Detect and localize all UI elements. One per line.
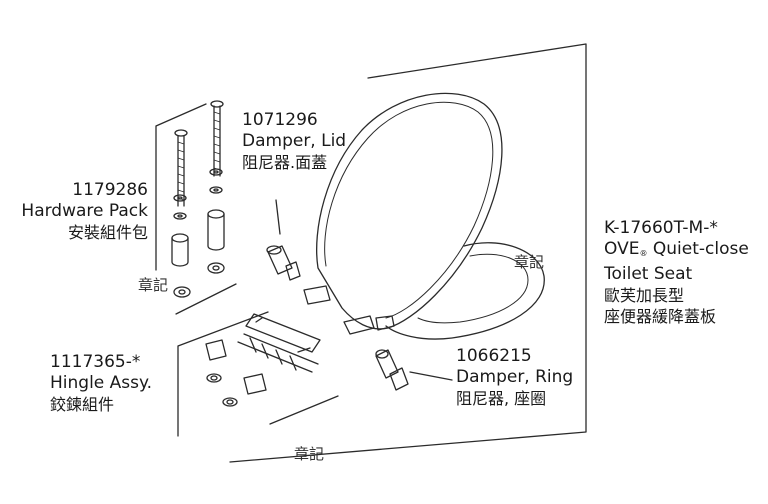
- lid-damper-name-zh: 阻尼器.面蓋: [242, 153, 328, 172]
- hinge-assembly-part-number: 1117365-*: [50, 352, 141, 372]
- toilet-seat-drawing: [316, 92, 545, 340]
- hinge-assembly-drawing: [205, 313, 321, 407]
- toilet-seat-label: K-17660T-M-* OVE® Quiet-close Toilet Sea…: [604, 218, 749, 327]
- stamp-mark-bottom: 章記: [294, 445, 325, 463]
- toilet-seat-name: OVE® Quiet-close: [604, 239, 749, 264]
- hardware-pack-name: Hardware Pack: [21, 201, 148, 221]
- registered-mark: ®: [639, 249, 648, 258]
- ring-damper-name-zh: 阻尼器, 座圈: [456, 389, 547, 408]
- toilet-seat-brand: OVE: [604, 239, 640, 259]
- hinge-plane-outline: [177, 311, 339, 437]
- ring-damper-name: Damper, Ring: [456, 367, 574, 387]
- stamp-mark-right: 章記: [514, 253, 545, 271]
- hardware-pack-part-number: 1179286: [72, 180, 148, 200]
- toilet-seat-part-number: K-17660T-M-*: [604, 218, 718, 238]
- hardware-pack-drawing: [171, 100, 225, 298]
- lid-damper-label: 1071296 Damper, Lid 阻尼器.面蓋: [242, 110, 346, 173]
- hardware-plane-outline: [155, 103, 237, 315]
- lid-damper-drawing: [266, 199, 301, 281]
- hinge-assembly-name-zh: 鉸鍊組件: [50, 395, 115, 414]
- ring-damper-label: 1066215 Damper, Ring 阻尼器, 座圈: [456, 346, 573, 409]
- ring-damper-part-number: 1066215: [456, 346, 532, 366]
- hardware-pack-label: 1179286 Hardware Pack 安裝組件包: [4, 180, 148, 243]
- toilet-seat-name-zh-1: 歐芙加長型: [604, 286, 685, 305]
- hinge-assembly-label: 1117365-* Hingle Assy. 鉸鍊組件: [50, 352, 152, 415]
- lid-damper-name: Damper, Lid: [242, 131, 347, 151]
- toilet-seat-name-zh-2: 座便器緩降蓋板: [604, 307, 717, 326]
- stamp-mark-left: 章記: [138, 276, 169, 294]
- ring-damper-drawing: [375, 349, 453, 391]
- toilet-seat-feature: Quiet-close: [647, 239, 749, 259]
- lid-damper-part-number: 1071296: [242, 110, 318, 130]
- toilet-seat-name-line2: Toilet Seat: [604, 264, 693, 284]
- hardware-pack-name-zh: 安裝組件包: [67, 223, 148, 242]
- lid-bumper-drawing: [303, 285, 331, 305]
- hinge-assembly-name: Hingle Assy.: [50, 373, 153, 393]
- seat-plane-outline: [229, 43, 587, 463]
